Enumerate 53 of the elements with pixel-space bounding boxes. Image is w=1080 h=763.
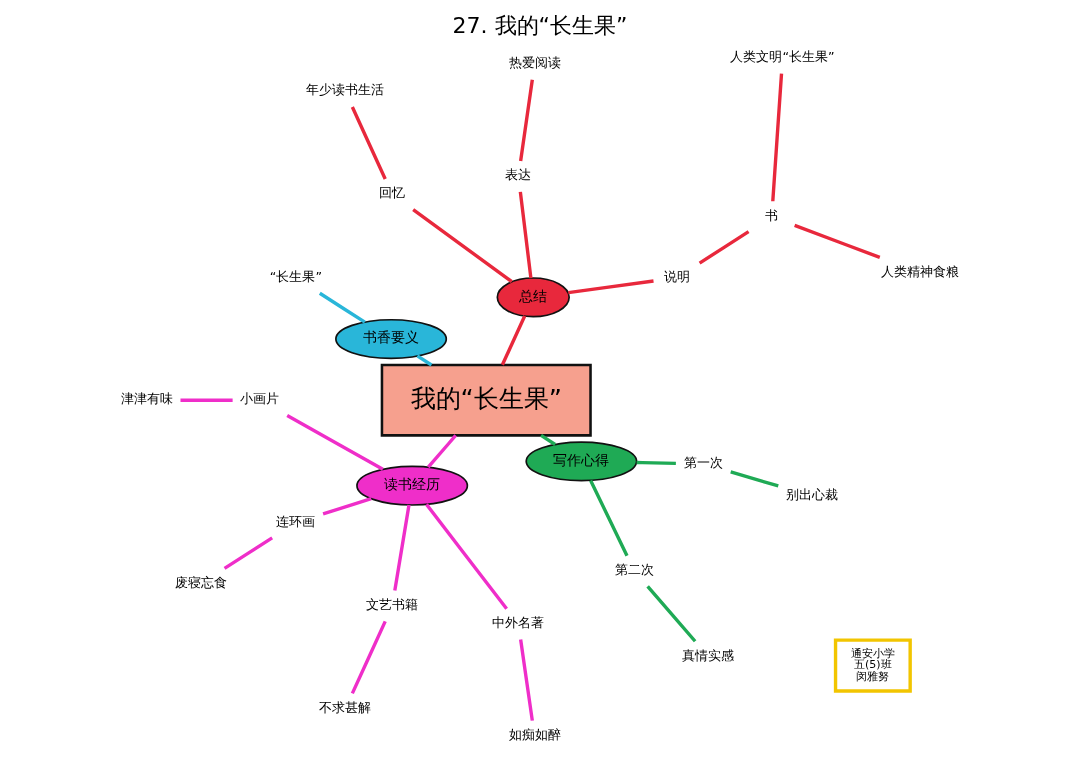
node-text: 书 xyxy=(765,207,779,223)
node-text: 热爱阅读 xyxy=(508,55,561,71)
node-text: 回忆 xyxy=(379,185,406,201)
connector xyxy=(500,315,527,366)
node-text: 别出心裁 xyxy=(785,486,838,502)
node-ellipse: 书香要义 xyxy=(335,318,448,360)
connector xyxy=(771,73,784,202)
connector xyxy=(568,279,654,295)
connector xyxy=(518,639,534,721)
node-text: 如痴如醉 xyxy=(508,727,561,743)
connector xyxy=(698,230,750,265)
node-text: 真情实感 xyxy=(682,647,735,663)
node-text: 人类精神食粮 xyxy=(881,263,960,279)
connector xyxy=(730,470,779,488)
node-text: 年少读书生活 xyxy=(306,82,385,98)
node-box: 我的“长生果” xyxy=(380,363,592,437)
connector xyxy=(425,503,508,610)
node-text: 中外名著 xyxy=(492,615,545,631)
connector xyxy=(180,398,233,402)
connector xyxy=(636,460,676,466)
connector xyxy=(393,504,411,591)
connector xyxy=(518,191,533,279)
node-text: “长生果” xyxy=(269,268,323,284)
node-text: 文艺书籍 xyxy=(366,596,419,612)
node-text: 第二次 xyxy=(614,562,654,578)
connector xyxy=(416,354,433,367)
node-box: 通安小学 五(5)班 闵雅努 xyxy=(833,638,912,693)
node-text: 第一次 xyxy=(683,454,723,470)
connector xyxy=(286,414,384,471)
connector xyxy=(646,585,697,643)
connector xyxy=(223,536,274,570)
node-text: 小画片 xyxy=(240,391,280,407)
connector xyxy=(589,479,629,557)
node-text: 说明 xyxy=(663,268,690,284)
node-ellipse: 写作心得 xyxy=(525,441,638,482)
connector xyxy=(794,223,881,260)
node-text: 表达 xyxy=(505,167,532,183)
node-text: 人类文明“长生果” xyxy=(730,49,835,65)
node-text: 连环画 xyxy=(276,513,316,529)
node-ellipse: 读书经历 xyxy=(356,465,469,506)
connector xyxy=(412,208,513,284)
connector xyxy=(350,620,387,695)
connector xyxy=(350,106,387,180)
node-text: 津津有味 xyxy=(120,391,173,407)
connector xyxy=(427,434,457,469)
connector xyxy=(518,79,534,162)
node-text: 废寝忘食 xyxy=(174,574,227,590)
node-text: 不求甚解 xyxy=(319,699,372,715)
connector xyxy=(322,497,372,516)
diagram-title: 27. 我的“长生果” xyxy=(452,12,628,38)
connector xyxy=(318,291,366,324)
connector xyxy=(540,434,557,446)
node-ellipse: 总结 xyxy=(496,277,570,318)
